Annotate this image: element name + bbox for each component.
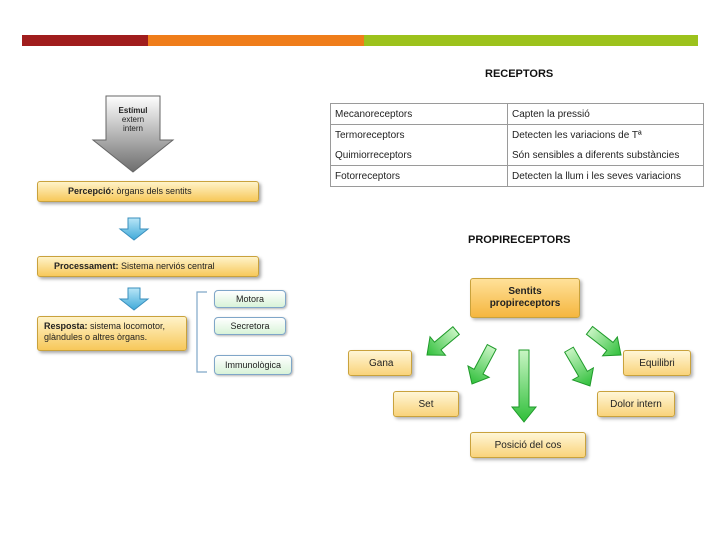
receptor-name: Fotorreceptors (330, 165, 508, 187)
perception-heading: Percepció: (68, 186, 115, 196)
table-row: Termoreceptors Detecten les variacions d… (330, 124, 704, 145)
receptors-table: Mecanoreceptors Capten la pressió Termor… (330, 103, 704, 187)
arrow-to-equilibri (585, 325, 622, 357)
arrow-perception-to-processing (118, 217, 150, 241)
receptor-description: Capten la pressió (507, 103, 704, 125)
arrow-processing-to-response (118, 287, 150, 311)
table-row: Quimiorreceptors Són sensibles a diferen… (330, 145, 704, 166)
proprio-item-label: Equilibri (639, 357, 675, 369)
proprioceptors-center-box: Sentits propireceptors (470, 278, 580, 318)
proprio-item-equilibri: Equilibri (623, 350, 691, 376)
stimulus-label: Estímul extern intern (106, 106, 160, 133)
receptor-description: Detecten la llum i les seves variacions (507, 165, 704, 187)
receptor-description: Detecten les variacions de Tª (507, 124, 704, 145)
processing-heading: Processament: (54, 261, 119, 271)
proprio-item-label: Gana (369, 357, 394, 369)
response-text: sistema locomotor, glàndules o altres òr… (44, 321, 166, 342)
response-type-label: Motora (235, 294, 264, 304)
response-heading: Resposta: (44, 321, 88, 331)
table-row: Mecanoreceptors Capten la pressió (330, 103, 704, 125)
proprio-item-gana: Gana (348, 350, 412, 376)
proprio-item-label: Set (418, 398, 434, 410)
proprioceptors-title: PROPIRECEPTORS (468, 234, 571, 246)
response-box: Resposta: sistema locomotor, glàndules o… (37, 316, 187, 351)
proprio-item-dolor: Dolor intern (597, 391, 675, 417)
proprio-item-label: Dolor intern (610, 398, 662, 410)
response-type-label: Immunològica (224, 360, 282, 370)
arrow-to-gana (426, 326, 461, 356)
bar-segment-green (364, 35, 698, 46)
stimulus-line: Estímul (118, 106, 148, 115)
response-type-secretora: Secretora (214, 317, 286, 335)
center-line: Sentits (508, 286, 542, 297)
processing-box: Processament: Sistema nerviós central (37, 256, 259, 277)
proprio-item-label: Posició del cos (494, 439, 562, 451)
response-type-immunologica: Immunològica (214, 355, 292, 375)
center-line: propireceptors (489, 298, 561, 309)
bar-segment-red (22, 35, 148, 46)
receptors-title: RECEPTORS (485, 68, 554, 80)
proprio-item-posicio: Posició del cos (470, 432, 586, 458)
arrow-to-posicio (510, 349, 538, 423)
stimulus-arrow (91, 95, 175, 173)
table-row: Fotorreceptors Detecten la llum i les se… (330, 165, 704, 187)
processing-text: Sistema nerviós central (118, 261, 215, 271)
response-bracket (196, 291, 207, 373)
stimulus-line: extern (121, 115, 145, 124)
bar-segment-orange (148, 35, 364, 46)
perception-box: Percepció: òrgans dels sentits (37, 181, 259, 202)
perception-text: òrgans dels sentits (114, 186, 192, 196)
top-color-bar (22, 35, 698, 46)
arrow-to-dolor (563, 346, 595, 387)
stimulus-line: intern (122, 124, 143, 133)
response-type-motora: Motora (214, 290, 286, 308)
proprio-item-set: Set (393, 391, 459, 417)
response-type-label: Secretora (230, 321, 270, 331)
arrow-to-set (467, 343, 497, 385)
